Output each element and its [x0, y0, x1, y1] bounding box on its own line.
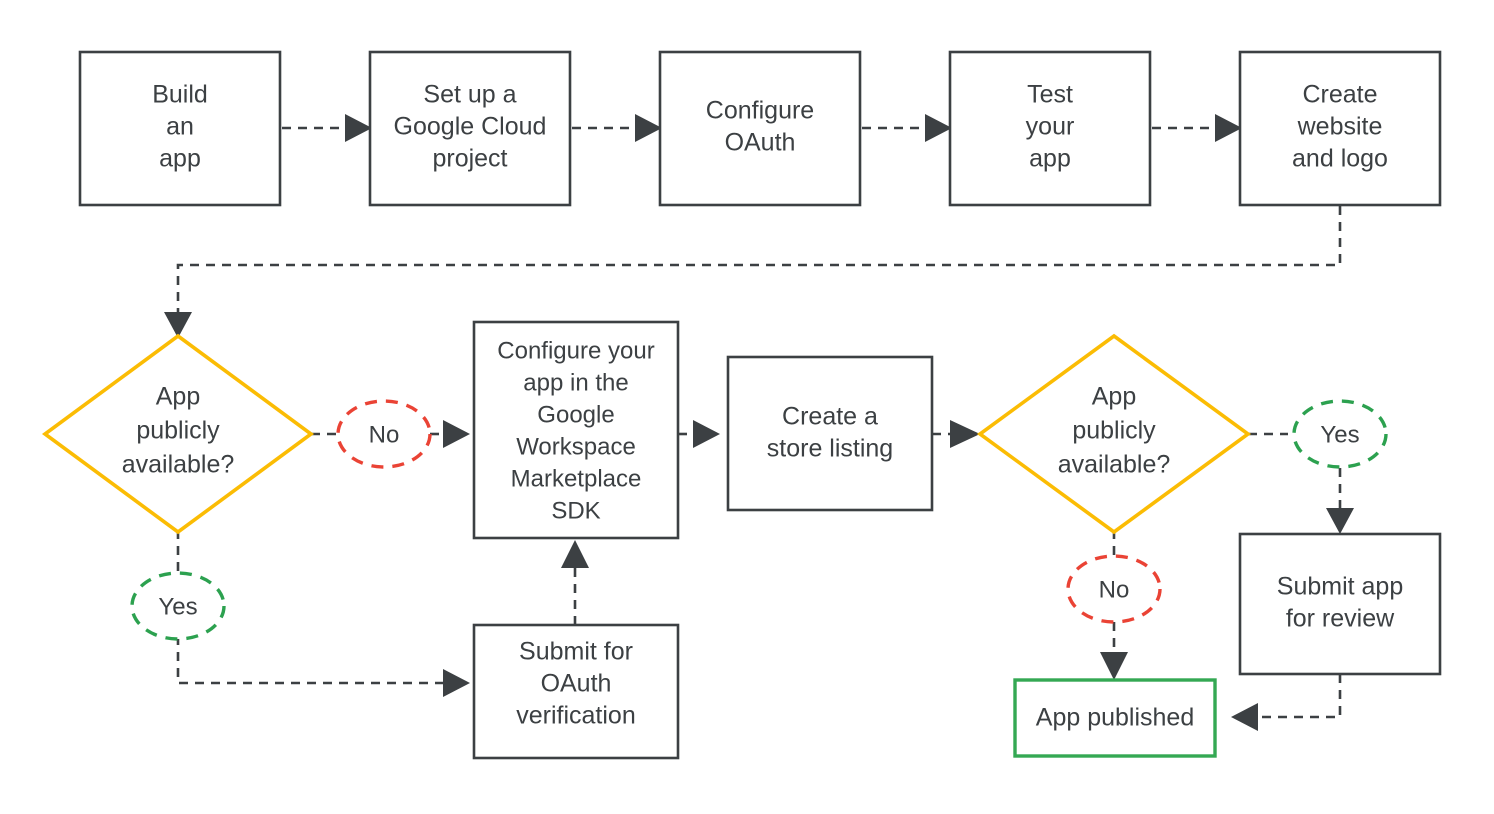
- edge-label-yes-2: Yes: [1292, 399, 1388, 469]
- node-decision2-line-0: App: [1092, 383, 1136, 411]
- arrow-head-icon: [1215, 114, 1242, 142]
- node-sdk-line-2: Google: [537, 401, 614, 428]
- node-configure-oauth-line-0: Configure: [706, 97, 814, 125]
- node-set-up-gcp-line-2: project: [432, 145, 507, 173]
- node-decision1-line-0: App: [156, 383, 200, 411]
- node-oauthverify-line-0: Submit for: [519, 638, 633, 666]
- edge-decision1-yes: [176, 530, 470, 697]
- node-sdk-line-1: app in the: [523, 369, 628, 396]
- edge-test-to-website: [1152, 114, 1242, 142]
- node-submit-review-line-0: Submit app: [1277, 573, 1403, 601]
- node-create-website-line-0: Create: [1302, 81, 1377, 109]
- node-test-your-app[interactable]: Test your app: [948, 50, 1152, 207]
- node-app-published-line-0: App published: [1036, 704, 1194, 732]
- edge-label-no-1: No: [336, 399, 432, 469]
- node-decision-app-publicly-available-1[interactable]: App publicly available?: [41, 333, 315, 535]
- node-build-an-app[interactable]: Build an app: [78, 50, 282, 207]
- node-build-an-app-line-1: an: [166, 113, 194, 141]
- node-test-your-app-line-0: Test: [1027, 81, 1073, 109]
- edge-label-no-2-text: No: [1099, 576, 1130, 603]
- edge-website-to-decision1: [164, 206, 1342, 338]
- node-set-up-gcp-line-1: Google Cloud: [394, 113, 547, 141]
- edge-decision2-no: [1100, 530, 1128, 680]
- edge-label-yes-1: Yes: [130, 571, 226, 641]
- node-create-website-line-2: and logo: [1292, 145, 1388, 173]
- node-set-up-gcp[interactable]: Set up a Google Cloud project: [368, 50, 572, 207]
- arrow-head-icon: [164, 312, 192, 338]
- arrow-head-icon: [925, 114, 952, 142]
- edge-label-yes-1-text: Yes: [158, 593, 197, 620]
- node-store-listing-line-1: store listing: [767, 435, 893, 463]
- node-configure-marketplace-sdk[interactable]: Configure your app in the Google Workspa…: [472, 320, 680, 540]
- arrow-head-icon: [1100, 652, 1128, 680]
- edge-sdk-to-storelisting: [678, 420, 720, 448]
- edge-label-yes-2-text: Yes: [1320, 421, 1359, 448]
- edge-setup-to-oauth: [572, 114, 662, 142]
- node-create-store-listing[interactable]: Create a store listing: [726, 355, 934, 512]
- edge-decision1-no: [311, 420, 470, 448]
- node-sdk-line-4: Marketplace: [511, 465, 642, 492]
- arrow-head-icon: [693, 420, 720, 448]
- edge-label-no-2: No: [1066, 554, 1162, 624]
- node-sdk-line-5: SDK: [551, 497, 600, 524]
- edge-oauthverify-to-sdk: [561, 540, 589, 625]
- node-submit-app-for-review[interactable]: Submit app for review: [1238, 532, 1442, 676]
- node-decision2-line-1: publicly: [1072, 417, 1156, 445]
- node-submit-review-line-1: for review: [1286, 605, 1395, 633]
- node-app-published[interactable]: App published: [1013, 678, 1217, 758]
- node-submit-oauth-verification[interactable]: Submit for OAuth verification: [472, 623, 680, 760]
- arrow-head-icon: [561, 540, 589, 568]
- arrow-head-icon: [443, 669, 470, 697]
- arrow-head-icon: [345, 114, 372, 142]
- node-sdk-line-0: Configure your: [497, 337, 654, 364]
- edge-decision2-yes: [1248, 432, 1354, 534]
- edge-oauth-to-test: [862, 114, 952, 142]
- node-build-an-app-line-0: Build: [152, 81, 208, 109]
- node-configure-oauth-line-1: OAuth: [725, 129, 796, 157]
- node-decision2-line-2: available?: [1058, 451, 1171, 479]
- node-oauthverify-line-1: OAuth: [541, 670, 612, 698]
- node-build-an-app-line-2: app: [159, 145, 201, 173]
- edge-submitreview-to-published: [1231, 674, 1342, 731]
- node-set-up-gcp-line-0: Set up a: [423, 81, 516, 109]
- edge-label-no-1-text: No: [369, 421, 400, 448]
- node-decision1-line-1: publicly: [136, 417, 220, 445]
- node-oauthverify-line-2: verification: [516, 702, 636, 730]
- arrow-head-icon: [1231, 703, 1258, 731]
- arrow-head-icon: [1326, 508, 1354, 534]
- arrow-head-icon: [635, 114, 662, 142]
- node-store-listing-line-0: Create a: [782, 403, 878, 431]
- node-sdk-line-3: Workspace: [516, 433, 636, 460]
- arrow-head-icon: [443, 420, 470, 448]
- edge-storelisting-to-decision2: [932, 420, 980, 448]
- node-configure-oauth[interactable]: Configure OAuth: [658, 50, 862, 207]
- node-create-website-line-1: website: [1297, 113, 1383, 141]
- edge-build-to-setup: [282, 114, 372, 142]
- node-decision-app-publicly-available-2[interactable]: App publicly available?: [976, 333, 1252, 535]
- node-test-your-app-line-1: your: [1026, 113, 1075, 141]
- arrow-head-icon: [950, 420, 980, 448]
- node-create-website-and-logo[interactable]: Create website and logo: [1238, 50, 1442, 207]
- node-test-your-app-line-2: app: [1029, 145, 1071, 173]
- node-decision1-line-2: available?: [122, 451, 235, 479]
